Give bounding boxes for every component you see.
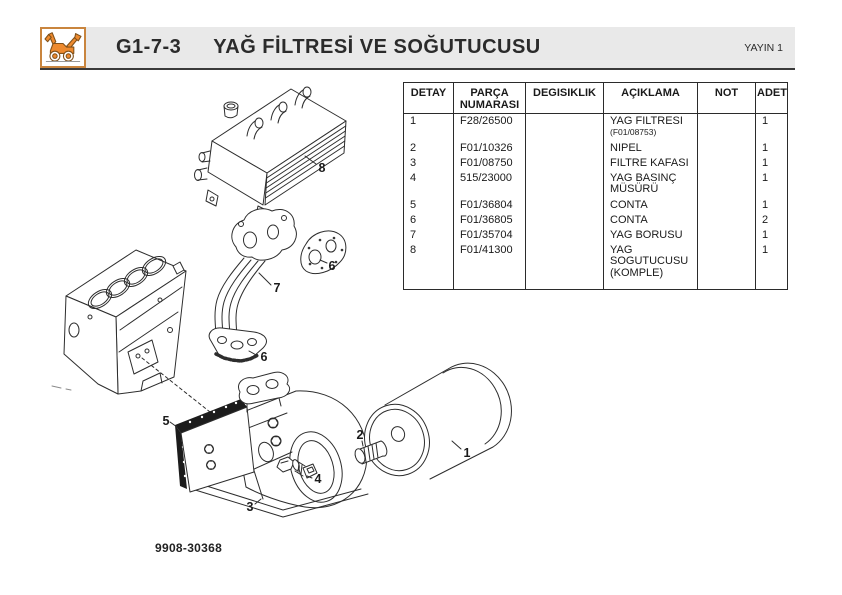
- nipple-drawing: [353, 441, 387, 465]
- cell-degisiklik: [525, 227, 604, 243]
- filter-head-bracket-drawing: [192, 391, 368, 517]
- cell-adet: 1: [762, 115, 769, 127]
- cell-degisiklik: [525, 140, 604, 156]
- callout-1: 1: [464, 446, 471, 460]
- callout-5: 5: [163, 414, 170, 428]
- oil-cooler-drawing: [195, 87, 347, 219]
- column-header: AÇIKLAMA: [603, 82, 698, 114]
- column-header: NOT: [697, 82, 756, 114]
- column-header: PARÇA NUMARASI: [453, 82, 526, 114]
- callout-6: 6: [261, 350, 268, 364]
- header-bar: G1-7-3 YAĞ FİLTRESİ VE SOĞUTUCUSU YAYIN …: [86, 27, 795, 68]
- callout-8: 8: [319, 161, 326, 175]
- cell-parca: F01/36805: [453, 212, 526, 228]
- cell-not: [697, 212, 756, 228]
- cell-detay: 8: [403, 242, 454, 290]
- cell-degisiklik: [525, 113, 604, 141]
- cell-degisiklik: [525, 242, 604, 290]
- cell-adet: 1: [762, 141, 769, 154]
- callout-leaders: [170, 156, 461, 504]
- cell-degisiklik: [525, 155, 604, 171]
- cell-not: [697, 197, 756, 213]
- cell-adet: 1: [762, 243, 769, 256]
- oil-pipe-drawing: [209, 209, 296, 361]
- callout-4: 4: [315, 472, 322, 486]
- revision-label: YAYIN 1: [744, 41, 783, 54]
- cell-not: [697, 170, 756, 198]
- cell-degisiklik: [525, 212, 604, 228]
- cell-detay: 2: [403, 140, 454, 156]
- section-code: G1-7-3: [116, 36, 182, 58]
- cell-parca: F01/36804: [453, 197, 526, 213]
- cell-aciklama: CONTA: [603, 197, 698, 213]
- drawing-number: 9908-30368: [155, 541, 223, 555]
- cell-parca: F01/41300: [453, 242, 526, 290]
- cell-adet: 1: [762, 156, 769, 169]
- cell-adet: 1: [762, 228, 769, 241]
- column-header: DETAY: [403, 82, 454, 114]
- cell-parca: F28/26500: [453, 113, 526, 141]
- cell-parca: F01/08750: [453, 155, 526, 171]
- callout-2: 2: [357, 428, 364, 442]
- cell-adet: 2: [762, 213, 769, 226]
- cell-parca: F01/35704: [453, 227, 526, 243]
- pressure-sensor-drawing: [277, 457, 317, 478]
- cell-parca: 515/23000: [453, 170, 526, 198]
- callout-6: 6: [329, 259, 336, 273]
- column-header: DEGISIKLIK: [525, 82, 604, 114]
- cell-aciklama: FILTRE KAFASI: [603, 155, 698, 171]
- cell-detay: 7: [403, 227, 454, 243]
- cell-degisiklik: [525, 170, 604, 198]
- cell-detay: 1: [403, 113, 454, 141]
- engine-block-drawing: [52, 250, 186, 394]
- cell-not: [697, 227, 756, 243]
- cell-degisiklik: [525, 197, 604, 213]
- cell-aciklama: CONTA: [603, 212, 698, 228]
- page-title: YAĞ FİLTRESİ VE SOĞUTUCUSU: [213, 36, 541, 58]
- cell-adet: 1: [762, 198, 769, 211]
- locator-dashed-line: [142, 358, 210, 412]
- cell-aciklama: NIPEL: [603, 140, 698, 156]
- backhoe-loader-icon: [44, 31, 82, 62]
- cell-not: [697, 242, 756, 290]
- cell-aciklama: YAG BORUSU: [603, 227, 698, 243]
- cell-detay: 6: [403, 212, 454, 228]
- callout-7: 7: [274, 281, 281, 295]
- cell-aciklama: YAG FILTRESI(F01/08753): [603, 113, 698, 141]
- cell-detay: 3: [403, 155, 454, 171]
- gasket-small-drawing: [301, 231, 346, 274]
- oil-filter-drawing: [355, 363, 511, 484]
- callout-3: 3: [247, 500, 254, 514]
- cell-adet: 1: [762, 171, 769, 184]
- cell-not: [697, 140, 756, 156]
- header-underline: [40, 68, 795, 70]
- mounting-gasket-drawing: [175, 372, 290, 492]
- cell-detay: 5: [403, 197, 454, 213]
- cell-detay: 4: [403, 170, 454, 198]
- cell-not: [697, 155, 756, 171]
- cell-not: [697, 113, 756, 141]
- brand-logo-box: [40, 27, 86, 68]
- column-header: ADET: [755, 82, 788, 114]
- cell-parca: F01/10326: [453, 140, 526, 156]
